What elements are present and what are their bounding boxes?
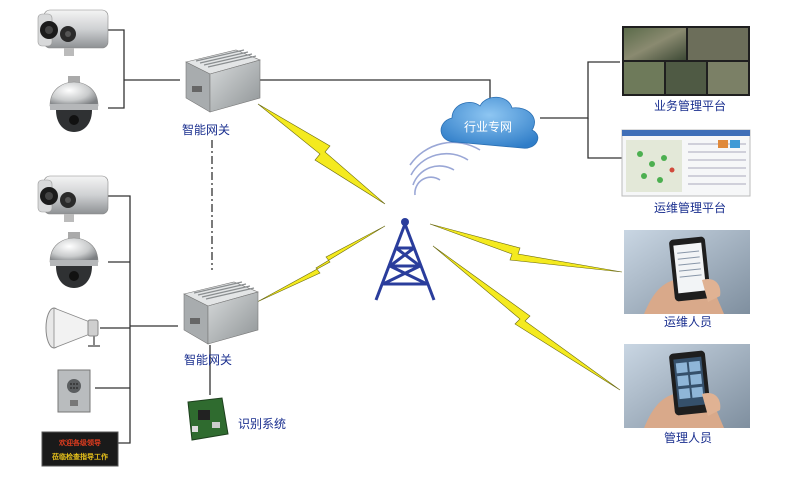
bracket-top-cameras [108,29,125,109]
gateway-top-label: 智能网关 [182,122,230,137]
business-platform-label: 业务管理平台 [654,98,726,113]
intercom-panel-icon [57,369,91,413]
business-platform-screen [622,26,750,96]
gateway-device-icon [183,281,259,345]
led-sign-line1: 欢迎各级领导 [58,438,101,447]
bullet-camera-icon [37,9,109,56]
wireless-links [256,103,623,391]
link-cloud-ops [587,118,622,159]
cloud-label: 行业专网 [464,119,512,134]
radio-tower-icon [374,141,481,301]
cloud-icon [440,96,539,149]
bullet-camera-icon [37,175,109,222]
horn-speaker-icon [45,307,100,349]
wired-connections [95,29,622,444]
led-sign: 欢迎各级领导 莅临检查指导工作 [41,431,119,467]
phone-in-hand-icon [624,230,750,314]
bracket-bottom-devices [108,195,131,444]
gateway-bottom-label: 智能网关 [184,352,232,367]
ops-platform-label: 运维管理平台 [654,200,726,215]
link-gateway-cloud [258,79,491,104]
phone-in-hand-icon [624,344,750,428]
dome-camera-icon [49,76,99,132]
manager-staff-label: 管理人员 [664,430,712,445]
gateway-device-icon [185,49,261,113]
circuit-board-icon [187,397,229,441]
link-cloud-business [540,61,620,119]
wireless-link-ops-staff [429,223,623,273]
recognition-label: 识别系统 [238,417,286,431]
ops-platform-screen [621,129,751,197]
led-sign-line2: 莅临检查指导工作 [51,452,108,461]
wireless-link-gateway-top [257,103,386,205]
wireless-link-gateway-bottom [256,225,386,303]
wireless-link-manager [432,245,621,391]
dome-camera-icon [49,232,99,288]
ops-staff-label: 运维人员 [664,315,712,329]
